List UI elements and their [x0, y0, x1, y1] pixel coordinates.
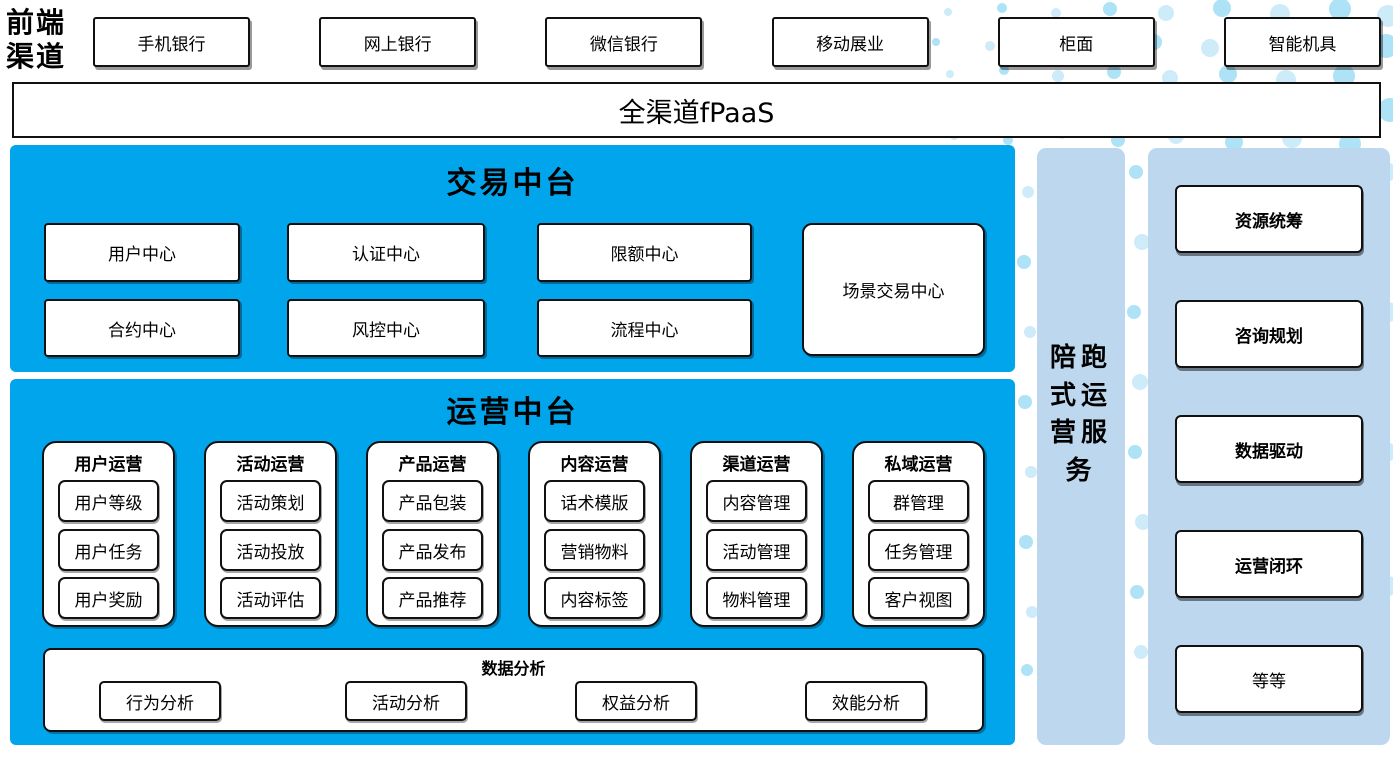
companion-operation-service-bar: 陪跑 式运 营服 务: [1037, 148, 1125, 745]
group-item: 群管理: [868, 480, 969, 522]
group-item: 内容标签: [544, 577, 645, 619]
group-title: 内容运营: [560, 455, 629, 475]
analysis-item-efficiency: 效能分析: [805, 681, 927, 721]
channel-box-wechat-banking: 微信银行: [545, 17, 703, 67]
group-item: 活动策划: [220, 480, 321, 522]
right-service-panel: 资源统筹 咨询规划 数据驱动 运营闭环 等等: [1148, 148, 1390, 745]
center-box-risk: 风控中心: [287, 299, 485, 357]
right-panel-item-data-driven: 数据驱动: [1175, 415, 1363, 483]
group-item: 产品包装: [382, 480, 483, 522]
group-item: 营销物料: [544, 529, 645, 571]
scene-transaction-center-box: 场景交易中心: [802, 223, 985, 356]
group-box-activity-operation: 活动运营 活动策划 活动投放 活动评估: [204, 441, 337, 627]
analysis-item-activity: 活动分析: [345, 681, 467, 721]
group-title: 活动运营: [236, 455, 305, 475]
channel-box-mobile-sales: 移动展业: [771, 17, 929, 67]
group-item: 产品推荐: [382, 577, 483, 619]
group-item: 活动管理: [706, 529, 807, 571]
group-item: 任务管理: [868, 529, 969, 571]
analysis-item-rights: 权益分析: [575, 681, 697, 721]
group-item: 话术模版: [544, 480, 645, 522]
group-item: 用户奖励: [58, 577, 159, 619]
group-item: 活动投放: [220, 529, 321, 571]
channel-row: 手机银行 网上银行 微信银行 移动展业 柜面 智能机具: [93, 17, 1381, 67]
transaction-platform-section: 交易中台 用户中心 认证中心 限额中心 合约中心 风控中心 流程中心 场景交易中…: [10, 145, 1015, 372]
operation-platform-section: 运营中台 用户运营 用户等级 用户任务 用户奖励 活动运营 活动策划 活动投放 …: [10, 379, 1015, 745]
fpaas-bar: 全渠道fPaaS: [12, 82, 1381, 138]
group-item: 客户视图: [868, 577, 969, 619]
analysis-item-behavior: 行为分析: [99, 681, 221, 721]
data-analysis-title: 数据分析: [481, 659, 546, 678]
transaction-platform-title: 交易中台: [446, 166, 579, 201]
operation-platform-title: 运营中台: [446, 395, 579, 430]
group-box-content-operation: 内容运营 话术模版 营销物料 内容标签: [528, 441, 661, 627]
group-item: 用户任务: [58, 529, 159, 571]
center-box-limit: 限额中心: [537, 223, 752, 282]
right-panel-item-closed-loop: 运营闭环: [1175, 530, 1363, 598]
channel-box-smart-devices: 智能机具: [1223, 17, 1381, 67]
group-item: 用户等级: [58, 480, 159, 522]
center-box-process: 流程中心: [537, 299, 752, 357]
group-box-channel-operation: 渠道运营 内容管理 活动管理 物料管理: [690, 441, 823, 627]
group-box-product-operation: 产品运营 产品包装 产品发布 产品推荐: [366, 441, 499, 627]
front-channels-label: 前端 渠道: [6, 6, 67, 74]
right-panel-item-etc: 等等: [1175, 645, 1363, 713]
group-box-private-domain-operation: 私域运营 群管理 任务管理 客户视图: [852, 441, 985, 627]
channel-box-counter: 柜面: [997, 17, 1155, 67]
group-title: 私域运营: [884, 455, 953, 475]
center-box-auth: 认证中心: [287, 223, 485, 282]
group-item: 内容管理: [706, 480, 807, 522]
group-item: 活动评估: [220, 577, 321, 619]
group-item: 物料管理: [706, 577, 807, 619]
channel-box-mobile-banking: 手机银行: [93, 17, 250, 67]
operation-group-row: 用户运营 用户等级 用户任务 用户奖励 活动运营 活动策划 活动投放 活动评估 …: [42, 441, 985, 627]
center-box-contract: 合约中心: [44, 299, 240, 357]
data-analysis-box: 数据分析 行为分析 活动分析 权益分析 效能分析: [43, 648, 984, 732]
group-title: 渠道运营: [722, 455, 791, 475]
group-item: 产品发布: [382, 529, 483, 571]
group-title: 产品运营: [398, 455, 467, 475]
companion-operation-service-label: 陪跑 式运 营服 务: [1049, 343, 1112, 487]
center-box-user: 用户中心: [44, 223, 240, 282]
group-box-user-operation: 用户运营 用户等级 用户任务 用户奖励: [42, 441, 175, 627]
right-panel-item-resource: 资源统筹: [1175, 185, 1363, 253]
channel-box-online-banking: 网上银行: [319, 17, 477, 67]
group-title: 用户运营: [74, 455, 143, 475]
right-panel-item-consulting: 咨询规划: [1175, 300, 1363, 368]
